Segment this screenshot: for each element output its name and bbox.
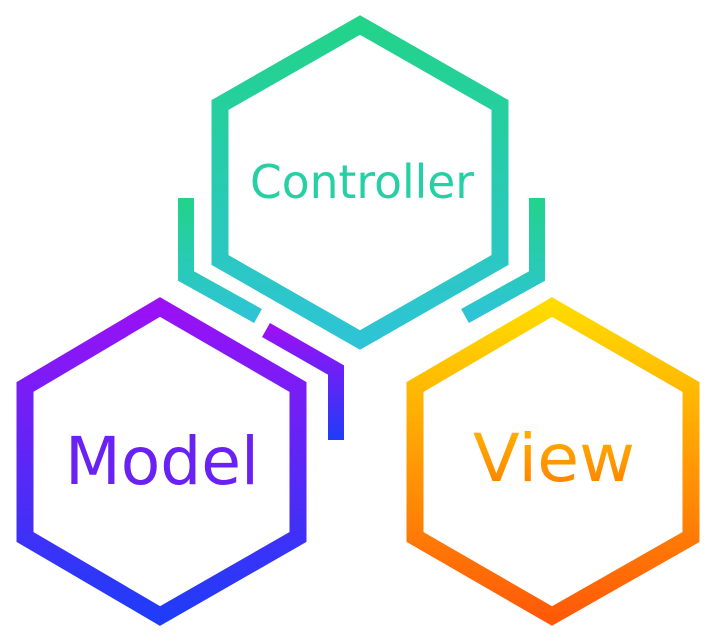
controller-right-bracket <box>461 198 545 323</box>
view-node: View <box>406 297 700 626</box>
model-label: Model <box>65 423 259 500</box>
view-hexagon <box>406 297 700 626</box>
controller-node: Controller <box>211 15 509 350</box>
controller-hexagon <box>211 15 509 350</box>
model-hexagon <box>16 297 307 626</box>
controller-label: Controller <box>250 155 474 209</box>
controller-left-bracket <box>178 198 262 323</box>
model-right-bracket <box>262 323 344 440</box>
view-label: View <box>473 420 635 497</box>
model-node: Model <box>16 297 307 626</box>
